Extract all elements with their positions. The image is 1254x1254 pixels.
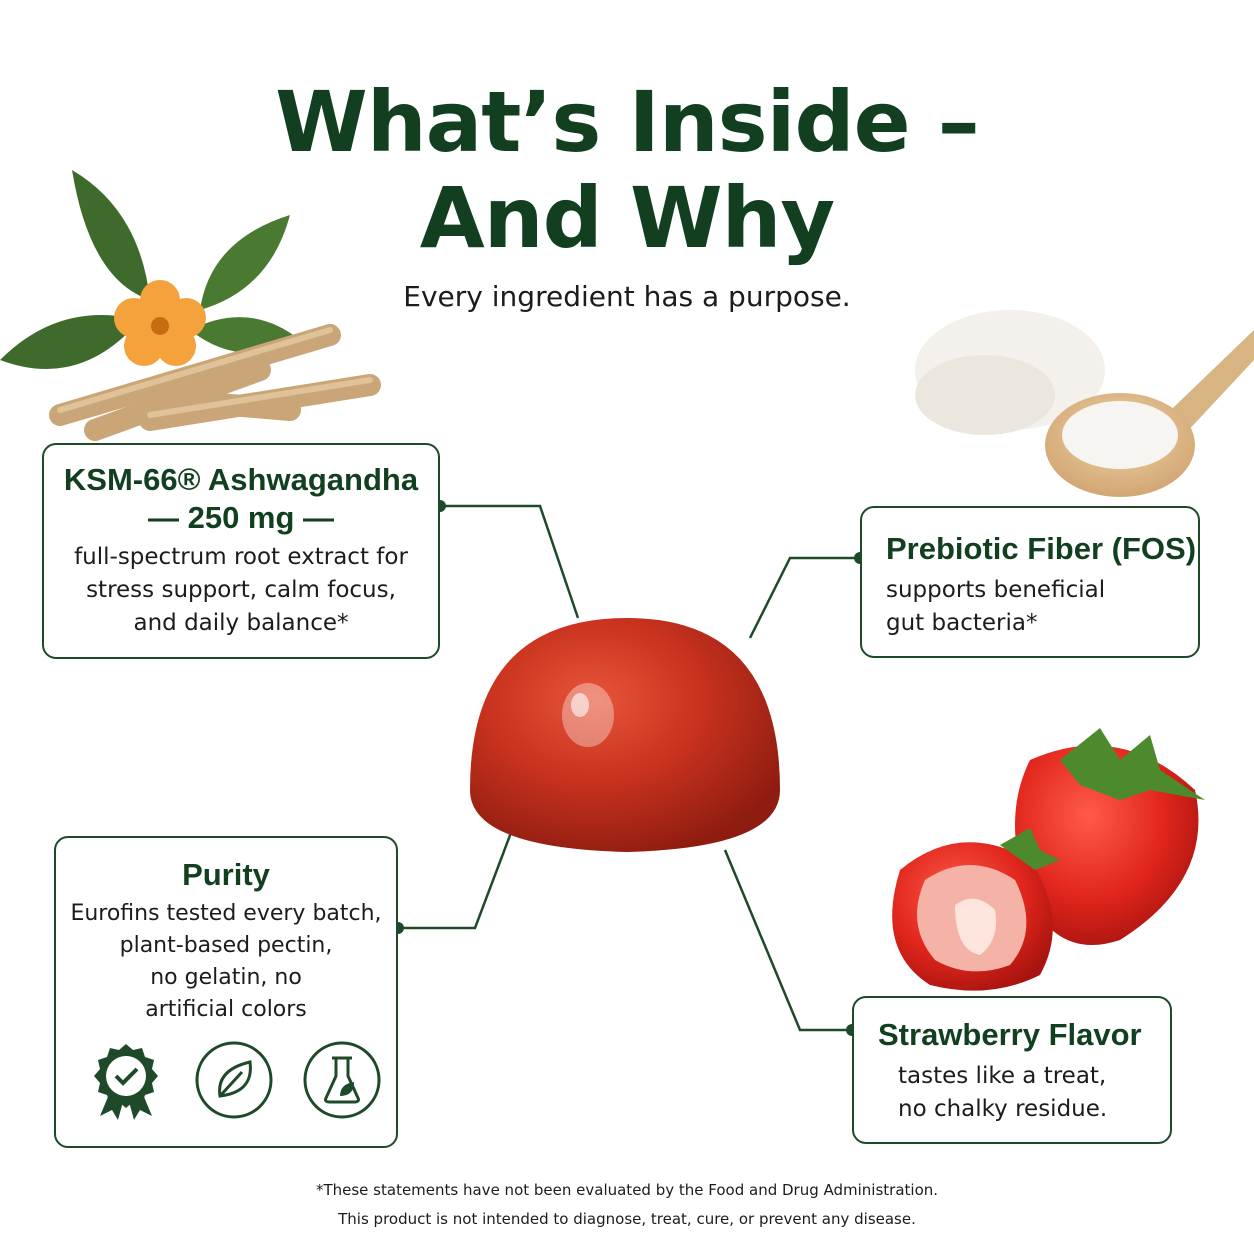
prebiotic-card: Prebiotic Fiber (FOS) supports beneficia… (860, 506, 1200, 658)
connector-purity (398, 829, 514, 930)
leaf-icon (195, 1041, 273, 1119)
disclaimer-line-1: *These statements have not been evaluate… (315, 1181, 939, 1199)
purity-badges (56, 1040, 396, 1120)
strawberry-card: Strawberry Flavor tastes like a treat, n… (852, 996, 1172, 1144)
ashwagandha-description: full-spectrum root extract for stress su… (74, 544, 408, 636)
connector-prebiotic (748, 556, 860, 639)
lab-flask-leaf-icon (303, 1041, 381, 1119)
disclaimer-line-2: This product is not intended to diagnose… (338, 1210, 916, 1228)
prebiotic-description: supports beneficial gut bacteria* (886, 577, 1106, 636)
title-line-1: What’s Inside – (275, 73, 980, 171)
connector-ashwagandha (440, 504, 580, 619)
strawberry-description: tastes like a treat, no chalky residue. (898, 1063, 1108, 1122)
strawberry-title: Strawberry Flavor (878, 1017, 1142, 1052)
ashwagandha-card: KSM-66® Ashwagandha — 250 mg — full-spec… (42, 443, 440, 659)
connector-lines (398, 504, 860, 1032)
prebiotic-title: Prebiotic Fiber (FOS) (886, 531, 1197, 566)
ashwagandha-title: KSM-66® Ashwagandha (63, 462, 419, 497)
subtitle: Every ingredient has a purpose. (403, 280, 851, 313)
connector-strawberry (723, 849, 852, 1032)
ashwagandha-dose: — 250 mg — (147, 500, 335, 535)
certified-seal-icon (94, 1044, 158, 1120)
strawberry-illustration (892, 728, 1205, 991)
gummy-illustration (470, 618, 780, 852)
purity-title: Purity (182, 857, 270, 892)
purity-card: Purity Eurofins tested every batch, plan… (54, 836, 398, 1148)
title-line-2: And Why (419, 169, 835, 267)
fiber-powder-illustration (915, 310, 1254, 497)
purity-description: Eurofins tested every batch, plant-based… (70, 901, 382, 1022)
ashwagandha-illustration (0, 170, 381, 441)
